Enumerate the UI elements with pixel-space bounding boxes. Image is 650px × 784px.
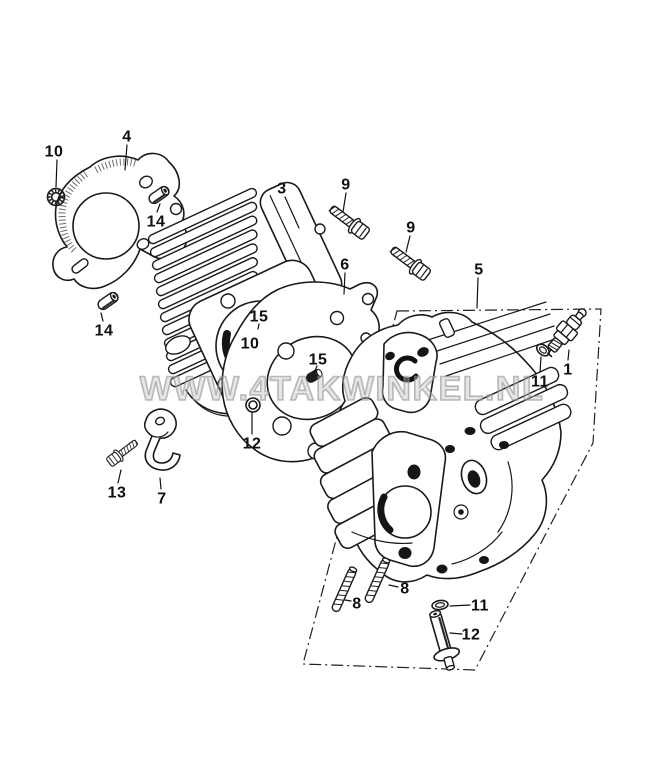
part-12-bolt xyxy=(429,610,461,671)
callout-leader-line xyxy=(55,159,58,188)
part-number-callout: 14 xyxy=(147,214,166,231)
callout-leader-line xyxy=(405,235,411,253)
callout-leader-line xyxy=(539,356,542,373)
callout-leader-line xyxy=(342,192,347,213)
callout-leader-line xyxy=(343,272,346,295)
callout-leader-line xyxy=(449,604,471,607)
part-number-callout: 11 xyxy=(531,374,549,391)
part-number-callout: 3 xyxy=(277,181,286,198)
part-number-callout: 8 xyxy=(352,596,361,613)
part-number-callout: 14 xyxy=(95,323,114,340)
callout-leader-line xyxy=(100,312,104,322)
part-7-bracket xyxy=(143,408,181,471)
callout-leader-line xyxy=(388,584,399,588)
part-number-callout: 1 xyxy=(563,362,572,379)
part-number-callout: 15 xyxy=(250,309,269,326)
callout-leader-line xyxy=(156,203,161,213)
callout-leader-line xyxy=(313,365,318,374)
part-number-callout: 7 xyxy=(157,491,166,508)
part-number-callout: 15 xyxy=(309,352,328,369)
part-number-callout: 9 xyxy=(341,177,350,194)
part-14-dowel-pin-lower xyxy=(95,289,121,313)
part-11-oring xyxy=(431,599,449,611)
part-number-callout: 4 xyxy=(122,129,131,146)
valve-circlip xyxy=(394,355,419,383)
assembly-boundary-dashed xyxy=(302,308,602,671)
callout-leader-line xyxy=(344,599,352,602)
callout-leader-line xyxy=(159,477,162,490)
part-number-callout: 6 xyxy=(340,257,349,274)
callout-leader-line xyxy=(567,349,570,361)
part-1-spark-plug xyxy=(547,308,587,358)
gasket-bore-hole xyxy=(72,192,140,260)
callout-leader-line xyxy=(449,632,463,635)
callout-leader-line xyxy=(117,469,122,484)
part-number-callout: 8 xyxy=(400,581,409,598)
part-5-cylinder-head xyxy=(309,301,572,583)
callout-leader-line xyxy=(124,144,128,171)
callout-leader-line xyxy=(284,196,300,229)
part-9-flange-bolt-a xyxy=(324,200,373,243)
part-9-flange-bolt-b xyxy=(385,241,434,284)
part-number-callout: 10 xyxy=(241,336,260,353)
part-number-callout: 10 xyxy=(45,144,64,161)
part-number-callout: 13 xyxy=(108,485,127,502)
part-number-callout: 9 xyxy=(406,220,415,237)
part-11-plug-washer xyxy=(536,343,550,357)
part-number-callout: 11 xyxy=(471,598,489,615)
part-4-gasket xyxy=(52,152,188,290)
part-number-callout: 5 xyxy=(474,262,483,279)
callout-leader-line xyxy=(476,277,479,309)
part-12-oring xyxy=(245,397,261,413)
callout-leader-line xyxy=(257,323,260,330)
part-10-oring xyxy=(46,187,66,207)
part-13-bolt xyxy=(104,435,142,469)
part-number-callout: 12 xyxy=(462,627,481,644)
part-number-callout: 12 xyxy=(243,436,262,453)
